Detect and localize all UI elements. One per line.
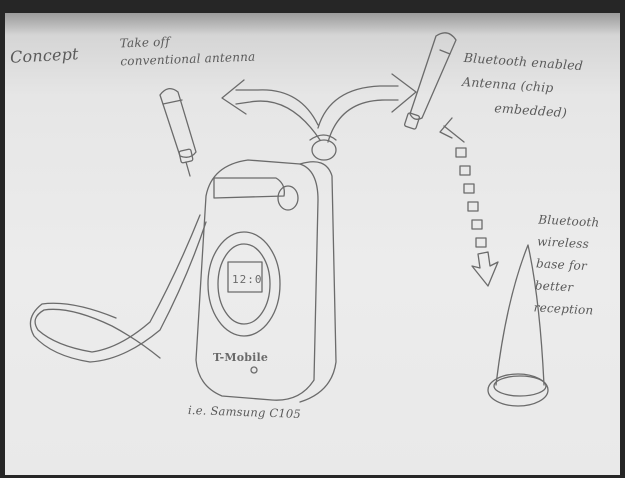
bt-base-line: Bluetooth (538, 208, 600, 233)
take-off-antenna-note: Take off conventional antenna (119, 30, 255, 71)
wireless-signal-arrow (440, 118, 498, 286)
bt-base-line: wireless (537, 230, 599, 255)
bluetooth-antenna-drawing (404, 33, 456, 130)
bt-base-line: reception (533, 296, 595, 321)
bt-base-line: base for (535, 252, 597, 277)
phone-brand-label: T-Mobile (213, 351, 268, 364)
conventional-antenna-drawing (160, 89, 196, 176)
phone-display-text: 12:0 (232, 273, 263, 286)
curved-arrows (222, 74, 416, 142)
bluetooth-base-note: Bluetooth wireless base for better recep… (533, 208, 600, 321)
concept-label: Concept (10, 44, 80, 67)
bt-base-line: better (534, 274, 596, 299)
bluetooth-antenna-note: Bluetooth enabled Antenna (chip embedded… (460, 46, 584, 126)
phone-strap-drawing (30, 215, 206, 362)
